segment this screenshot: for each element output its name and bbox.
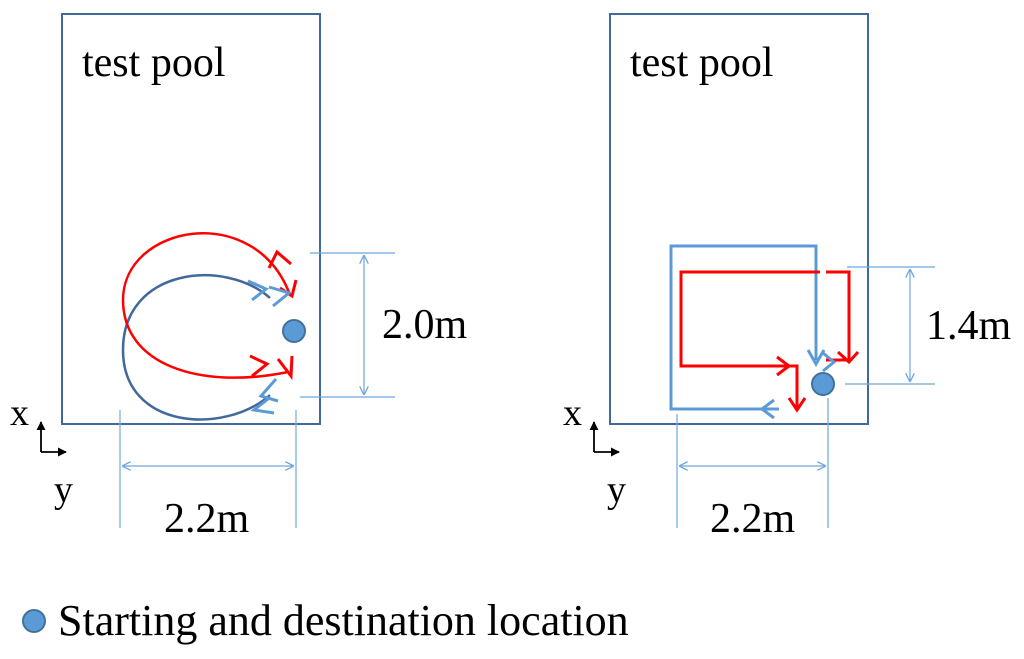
height-label-left: 2.0m (382, 302, 468, 348)
axes-indicator-right (589, 421, 620, 457)
red-arrowhead (787, 397, 807, 413)
legend: Starting and destination location (22, 596, 629, 645)
pool-boundary-right (609, 13, 869, 425)
axis-label-x-right: x (563, 392, 582, 434)
blue-arrowhead (759, 398, 775, 420)
axis-label-x-left: x (10, 392, 29, 434)
left-panel: test pool 2.0m 2.2m (10, 13, 468, 542)
red-arrowhead (276, 355, 294, 381)
blue-arrowhead (806, 349, 826, 368)
blue-arrowhead (247, 279, 269, 302)
right-panel: test pool 1.4m 2.2m (563, 13, 1012, 542)
height-dimension-left (300, 252, 395, 398)
height-dimension-right (845, 266, 935, 385)
legend-label: Starting and destination location (58, 596, 629, 645)
axis-label-y-left: y (54, 469, 73, 511)
red-trajectory-left (121, 232, 292, 379)
red-trajectory-right-return (826, 270, 851, 362)
axis-label-y-right: y (607, 469, 626, 511)
axes-indicator-left (36, 421, 67, 457)
start-destination-marker-left (282, 319, 306, 343)
red-trajectory-right (679, 270, 820, 408)
blue-trajectory-left (121, 274, 271, 421)
pool-title-right: test pool (630, 40, 774, 86)
blue-arrowhead (250, 397, 275, 415)
width-label-left: 2.2m (164, 496, 250, 542)
blue-arrowhead (822, 351, 837, 373)
width-dimension-left (119, 410, 297, 528)
blue-trajectory-right (669, 244, 818, 411)
red-arrowhead (249, 354, 270, 378)
pool-title-left: test pool (82, 40, 226, 86)
start-destination-marker-right (811, 372, 835, 396)
pool-boundary-left (61, 13, 321, 425)
width-dimension-right (676, 398, 829, 528)
width-label-right: 2.2m (710, 496, 796, 542)
red-arrowhead (836, 350, 860, 365)
legend-marker-icon (22, 609, 46, 633)
blue-arrowhead (268, 285, 293, 308)
red-arrowhead (267, 249, 292, 269)
blue-arrowhead (258, 378, 279, 403)
red-arrowhead (776, 355, 792, 377)
height-label-right: 1.4m (926, 303, 1012, 349)
